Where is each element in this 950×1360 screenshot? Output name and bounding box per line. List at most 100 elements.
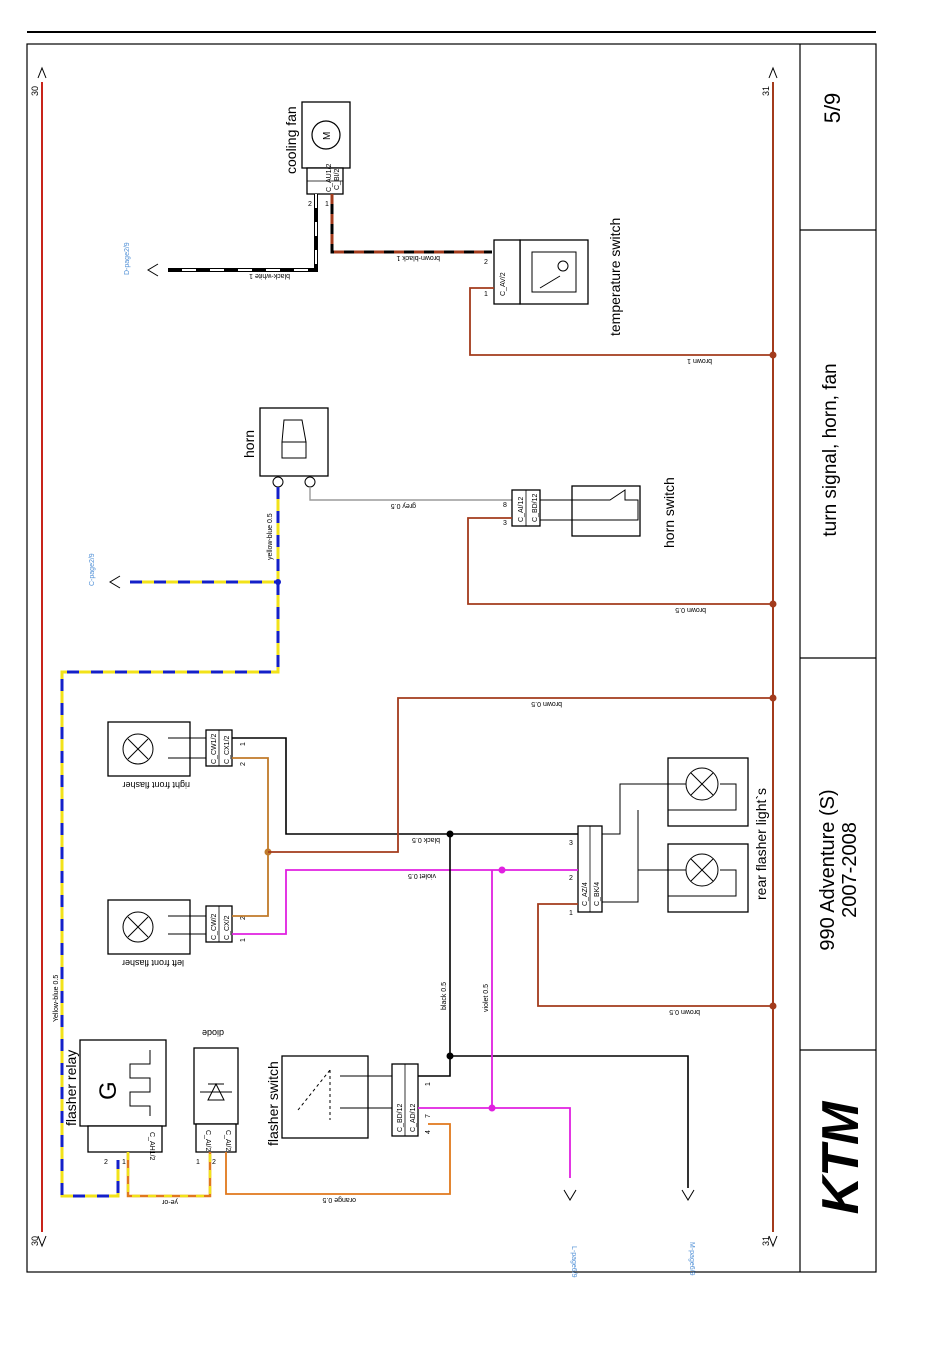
junction-node	[769, 694, 777, 702]
rail-30-top-label: 30	[30, 86, 40, 96]
d-page-link[interactable]: D-page2/9	[124, 242, 131, 275]
lf-pin-1: 1	[240, 938, 247, 942]
page-number: 5/9	[820, 93, 845, 124]
violet-05-wire	[232, 869, 578, 935]
c-page-arrow-icon	[109, 575, 121, 589]
fan-pin-1: 1	[325, 201, 329, 208]
brown-05-wire	[268, 697, 773, 853]
fs-pin-4: 4	[425, 1130, 432, 1134]
rear-pin-2: 2	[569, 875, 573, 882]
yellow-blue-wire-label: yellow-blue 0.5	[267, 513, 274, 560]
brown-05-wire	[467, 517, 773, 605]
fs-connector-b: C_AD/12	[410, 1103, 417, 1132]
relay-connector	[87, 1125, 163, 1153]
junction-node	[446, 830, 454, 838]
black-white-wire-label: black-white 1	[249, 272, 290, 279]
lf-connector-a: C_CW/2	[211, 913, 218, 940]
diode-icon	[200, 1082, 232, 1101]
diode-box	[193, 1047, 239, 1125]
thermo-switch-icon	[531, 251, 577, 293]
lf-pin-2: 2	[240, 916, 247, 920]
temp-pin-1: 1	[484, 291, 488, 298]
rear-connector-b: C_BK/4	[594, 882, 601, 906]
fan-connector-b: C_AU1/2	[326, 163, 333, 192]
orange-wire-label: orange 0.5	[322, 1196, 356, 1203]
fan-connector-a: C_BI/2	[334, 168, 341, 190]
temp-pin-2: 2	[484, 259, 488, 266]
junction-node	[769, 351, 777, 359]
pushbutton-icon	[540, 489, 639, 521]
black-05-wire	[232, 737, 578, 835]
junction-node	[446, 1052, 454, 1060]
violet-05-riser-label: violet 0.5	[483, 984, 490, 1012]
l-page-link[interactable]: L-page6/9	[570, 1246, 577, 1278]
fs-pin-1: 1	[425, 1082, 432, 1086]
brown-1-wire-label: brown 1	[687, 357, 712, 364]
grey-wire	[309, 487, 512, 501]
c-page-link[interactable]: C-page2/9	[89, 553, 96, 586]
hs-connector-a: C_AI/12	[518, 497, 525, 522]
yellow-blue-long-label: Yellow-blue 0.5	[53, 975, 60, 1022]
left-front-flasher-label: left front flasher	[122, 958, 184, 968]
brown-black-wire-label: brown-black 1	[396, 254, 440, 261]
brown-1-wire	[469, 287, 773, 356]
flasher-switch-box	[281, 1055, 369, 1139]
rf-pin-2: 2	[240, 762, 247, 766]
junction-node	[498, 866, 506, 874]
right-front-flasher-box	[107, 721, 191, 777]
lamp-icon	[122, 911, 154, 943]
rf-connector-a: C_CW1/2	[211, 734, 218, 764]
d-page-arrow-icon	[147, 263, 159, 277]
rail-arrows	[37, 66, 778, 1248]
horn-terminal	[272, 476, 284, 488]
junction-node	[769, 600, 777, 608]
black-05-wire	[450, 1055, 689, 1188]
rail-30-bottom-label: 30	[30, 1236, 40, 1246]
pulse-icon	[129, 1050, 151, 1116]
diode-pin-2: 2	[212, 1159, 216, 1166]
rf-pin-1: 1	[240, 742, 247, 746]
black-05-riser	[418, 834, 451, 1077]
diode-connector-a: C_AI/2	[204, 1130, 211, 1152]
horn-switch-box	[571, 485, 641, 537]
hs-pin-3: 3	[503, 520, 507, 527]
rear-flashers-label: rear flasher light`s	[753, 788, 769, 900]
junction-node	[275, 579, 281, 585]
rf-connector-b: C_CX1/2	[224, 735, 231, 764]
rail-31-top-label: 31	[761, 86, 771, 96]
motor-icon	[311, 120, 341, 150]
switch-icon	[297, 1069, 331, 1120]
brown-05-label-b: brown 0.5	[531, 700, 562, 707]
orange-wire	[225, 1123, 451, 1195]
m-page-arrow-icon	[681, 1189, 695, 1201]
brown-05-wire	[537, 903, 773, 1007]
relay-connector-id: C_AH1/2	[148, 1132, 155, 1161]
flasher-switch-label: flasher switch	[265, 1061, 281, 1146]
relay-pin-2: 2	[104, 1159, 108, 1166]
violet-05-wire	[418, 1107, 571, 1178]
temp-switch-connector	[493, 239, 521, 305]
sheet-title: turn signal, horn, fan	[820, 363, 841, 536]
hs-connector-b: C_BD/12	[532, 493, 539, 522]
fs-connector-a: C_BD/12	[397, 1103, 404, 1132]
horn-terminal	[304, 476, 316, 488]
left-front-flasher-box	[107, 899, 191, 955]
rail-31-bottom-label: 31	[761, 1236, 771, 1246]
black-05-wire-label: black 0.5	[412, 836, 440, 843]
diode-connector-b: C_AI/2	[224, 1130, 231, 1152]
fs-pin-7: 7	[425, 1114, 432, 1118]
hs-pin-8: 8	[503, 502, 507, 509]
l-page-arrow-icon	[563, 1189, 577, 1201]
temp-connector-id: C_AV/2	[500, 272, 507, 296]
brown-black-wire	[330, 194, 492, 254]
m-page-link[interactable]: M-page6/9	[688, 1242, 695, 1276]
motor-letter-icon: M	[322, 132, 333, 140]
fan-pin-2: 2	[308, 201, 312, 208]
ye-or-wire-label: ye-or	[161, 1198, 178, 1205]
lf-connector-b: C_CX/2	[224, 915, 231, 940]
rear-pin-1: 1	[569, 910, 573, 917]
horn-switch-label: horn switch	[661, 477, 677, 548]
grey-wire-label: grey 0.5	[391, 502, 416, 509]
relay-pin-1: 1	[122, 1159, 126, 1166]
rear-connector-a: C_AZ/4	[582, 882, 589, 906]
